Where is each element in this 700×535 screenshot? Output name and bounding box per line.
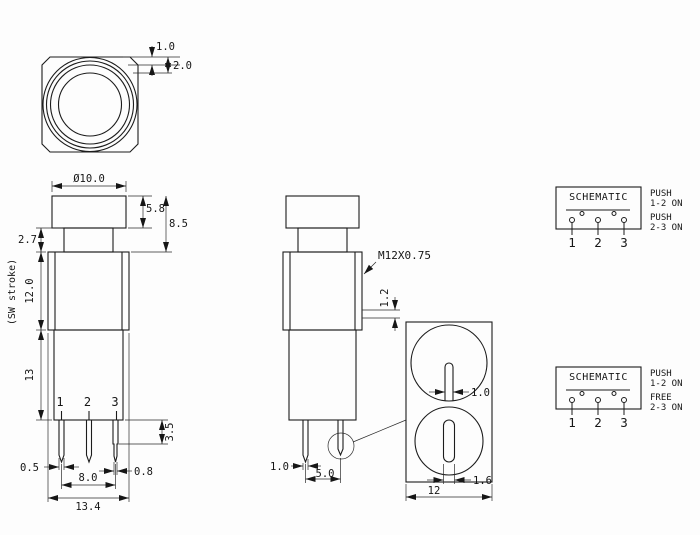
side-pin-front — [302, 420, 309, 464]
dim-base-height: 13 — [24, 369, 36, 382]
schematic-1-pin-3: 3 — [620, 235, 628, 250]
detail-slot — [442, 419, 456, 463]
schematic-2-state-2-result: 2-3 ON — [650, 403, 683, 413]
dim-body-height: 12.0 — [24, 278, 36, 303]
dim-cap-height: 5.8 — [146, 203, 165, 215]
dim-pin-tip: 0.8 — [134, 466, 153, 478]
side-view-outline — [282, 195, 363, 464]
side-view: M12X0.75 1.2 1.0 5.0 — [270, 195, 431, 483]
dim-pin-thickness: 0.5 — [20, 462, 39, 474]
schematic-1-title: SCHEMATIC — [569, 192, 628, 203]
front-view-dimension-lines — [36, 181, 172, 502]
dim-stroke: 2.7 — [18, 234, 37, 246]
schematic-1-state-1-result: 1-2 ON — [650, 199, 683, 209]
front-view: Ø10.0 5.8 8.5 2.7 (SW stroke) 12.0 13 3.… — [7, 173, 188, 513]
schematic-1-state-1-action: PUSH — [650, 189, 672, 199]
side-pin-rear — [337, 420, 344, 457]
schematic-2: SCHEMATIC 1 2 3 PUSH 1-2 ON FREE 2-3 ON — [555, 366, 683, 430]
schematic-1-state-2-result: 2-3 ON — [650, 223, 683, 233]
pin-3 — [112, 420, 119, 463]
schematic-2-state-1-result: 1-2 ON — [650, 379, 683, 389]
detail-hole-top — [410, 324, 488, 402]
detail-balloon — [327, 432, 355, 460]
dim-keyway-width: 1.0 — [471, 387, 490, 399]
top-view: 1.0 2.0 — [41, 41, 192, 153]
dim-cap-neck-height: 8.5 — [169, 218, 188, 230]
detail-keyway — [444, 362, 454, 401]
schematic-2-state-2-action: FREE — [650, 393, 672, 403]
schematic-2-state-1-action: PUSH — [650, 369, 672, 379]
dim-panel-width: 12 — [428, 485, 441, 497]
detail-hole-bottom — [414, 406, 484, 476]
dim-cap-diameter: Ø10.0 — [73, 173, 105, 185]
dim-pin-span: 8.0 — [79, 472, 98, 484]
pin-1 — [58, 420, 65, 464]
dim-top-bezel: 2.0 — [173, 60, 192, 72]
dim-side-pin-width: 1.0 — [270, 461, 289, 473]
pin-2 — [85, 420, 93, 464]
detail-view: 1.0 1.6 12 — [405, 321, 493, 501]
top-view-dimension-lines — [123, 46, 180, 76]
dim-thread-detail: 1.2 — [379, 289, 391, 308]
schematic-2-title: SCHEMATIC — [569, 372, 628, 383]
schematic-1-symbol — [566, 209, 630, 235]
dim-body-width: 13.4 — [75, 501, 100, 513]
dim-slot-width: 1.6 — [473, 475, 492, 487]
schematic-1-state-2-action: PUSH — [650, 213, 672, 223]
schematic-2-pin-3: 3 — [620, 415, 628, 430]
dim-pin-shoulder: 3.5 — [164, 423, 176, 442]
detail-view-dimension-lines — [405, 389, 493, 501]
schematic-2-symbol — [566, 389, 630, 415]
dim-top-edge: 1.0 — [156, 41, 175, 53]
schematic-1: SCHEMATIC 1 2 3 PUSH 1-2 ON PUSH 2-3 ON — [555, 186, 683, 250]
top-view-outline — [41, 56, 139, 153]
dim-side-pin-span: 5.0 — [316, 468, 335, 480]
schematic-1-pin-1: 1 — [568, 235, 576, 250]
side-view-dimension-lines — [291, 261, 407, 483]
detail-view-outline — [405, 321, 493, 483]
front-view-outline — [47, 195, 130, 464]
thread-spec-label: M12X0.75 — [378, 249, 431, 262]
schematic-2-pin-2: 2 — [594, 415, 602, 430]
schematic-2-pin-1: 1 — [568, 415, 576, 430]
pin-label-1: 1 — [56, 395, 63, 409]
pin-label-3: 3 — [111, 395, 118, 409]
stroke-note: (SW stroke) — [7, 259, 18, 325]
pin-label-2: 2 — [84, 395, 91, 409]
schematic-1-pin-2: 2 — [594, 235, 602, 250]
